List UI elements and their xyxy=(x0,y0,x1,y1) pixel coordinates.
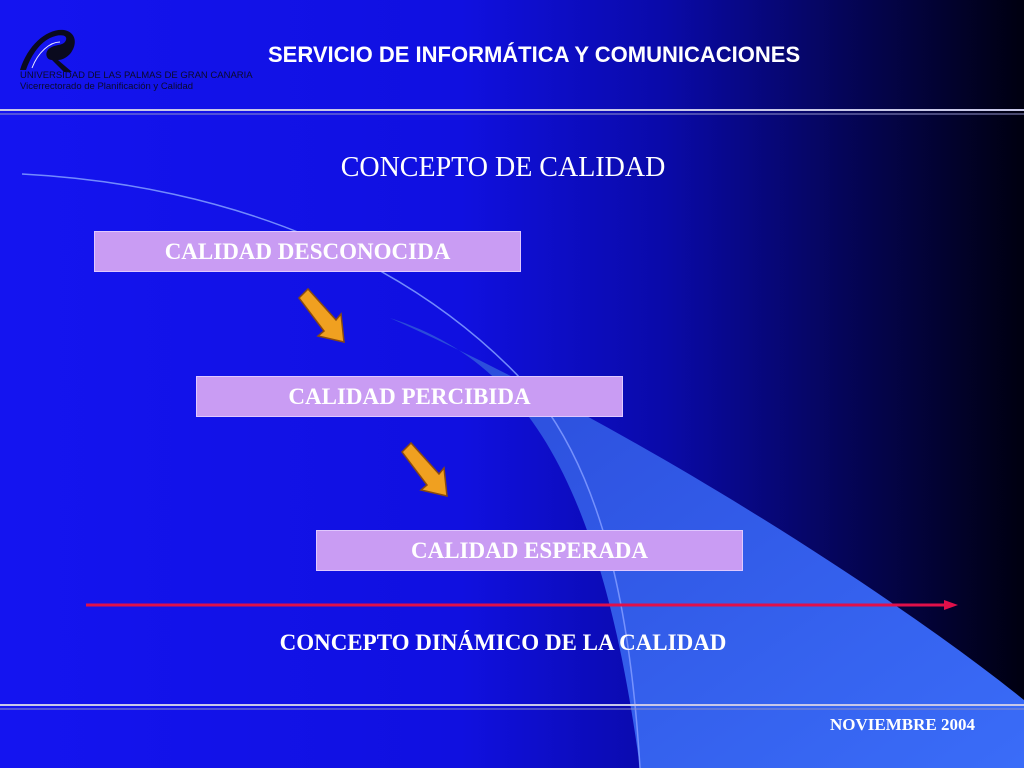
step-box-calidad-percibida: CALIDAD PERCIBIDA xyxy=(196,376,623,417)
slide-title: CONCEPTO DE CALIDAD xyxy=(340,152,666,183)
logo-caption: UNIVERSIDAD DE LAS PALMAS DE GRAN CANARI… xyxy=(20,70,253,92)
university-logo xyxy=(20,29,75,72)
logo-vicerrectorado: Vicerrectorado de Planificación y Calida… xyxy=(20,81,194,92)
down-right-arrow-2 xyxy=(401,441,448,497)
timeline-arrow xyxy=(86,600,958,610)
slide-subtitle: CONCEPTO DINÁMICO DE LA CALIDAD xyxy=(279,630,727,655)
header-title: SERVICIO DE INFORMÁTICA Y COMUNICACIONES xyxy=(268,42,801,67)
step-box-calidad-esperada: CALIDAD ESPERADA xyxy=(316,530,743,571)
footer-date: NOVIEMBRE 2004 xyxy=(830,715,975,734)
down-right-arrow-1 xyxy=(298,287,345,343)
step-box-calidad-desconocida: CALIDAD DESCONOCIDA xyxy=(94,231,521,272)
logo-university-name: UNIVERSIDAD DE LAS PALMAS DE GRAN CANARI… xyxy=(20,70,253,81)
